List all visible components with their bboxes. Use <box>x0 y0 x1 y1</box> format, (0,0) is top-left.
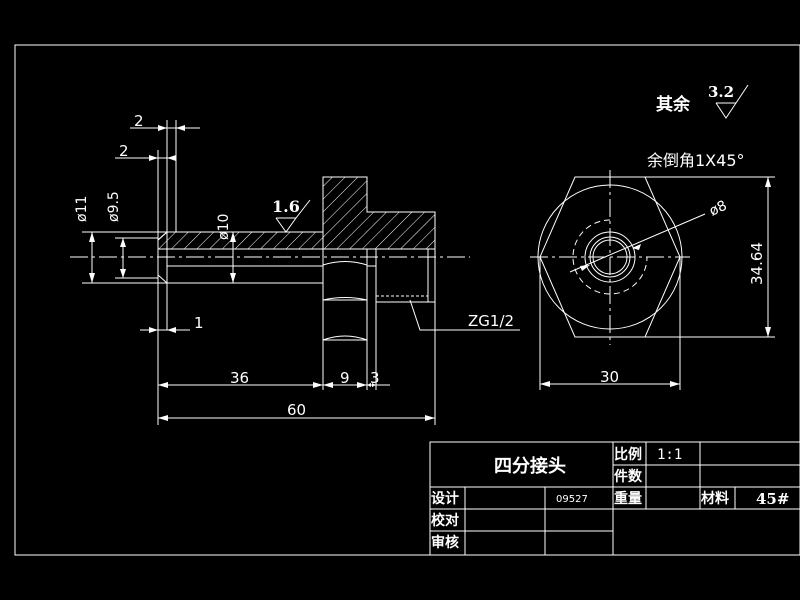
dim-d11: ø11 <box>74 196 90 222</box>
dim-across-corners: 34.64 <box>748 242 766 285</box>
chamfer-note: 余倒角1X45° <box>647 151 745 170</box>
dim-across-flats: 30 <box>600 368 619 386</box>
dim-d8: ø8 <box>707 198 730 220</box>
roughness-other-label: 其余 <box>656 94 691 115</box>
dim-len-36: 36 <box>230 369 249 387</box>
title-checker-label: 校对 <box>431 512 459 529</box>
drawing-frame <box>14 44 800 556</box>
roughness-bore: 1.6 <box>272 197 300 216</box>
dim-d10: ø10 <box>216 214 232 240</box>
side-view <box>530 84 775 390</box>
hatched-section-hex <box>322 176 436 250</box>
title-block <box>429 441 800 556</box>
title-scale-value: 1:1 <box>657 447 682 463</box>
thread-label: ZG1/2 <box>468 312 514 330</box>
roughness-other-value: 3.2 <box>708 83 734 101</box>
dim-bottom-1: 1 <box>194 314 204 332</box>
title-block-text: 四分接头 比例 1:1 件数 重量 材料 45# 设计 09527 校对 审核 <box>431 446 789 551</box>
title-weight-label: 重量 <box>614 490 642 507</box>
title-scale-label: 比例 <box>614 446 642 463</box>
side-view-arrows <box>540 177 771 387</box>
dim-top-2b: 2 <box>119 142 129 160</box>
title-approver-label: 审核 <box>431 534 459 551</box>
front-view <box>70 120 520 425</box>
dimension-arrows <box>89 125 435 421</box>
title-designer-label: 设计 <box>431 490 459 507</box>
dim-len-3: 3 <box>370 369 380 387</box>
drawing-labels: ø11 ø9.5 ø10 2 2 1 36 9 3 60 1.6 ZG1/2 ø… <box>74 83 766 419</box>
dim-len-9: 9 <box>340 369 350 387</box>
title-drawing-no: 09527 <box>556 494 588 505</box>
title-count-label: 件数 <box>614 468 643 485</box>
dim-len-60: 60 <box>287 401 306 419</box>
dim-d9-5: ø9.5 <box>106 191 122 222</box>
title-material-value: 45# <box>756 490 789 508</box>
title-part-name: 四分接头 <box>494 455 566 477</box>
hatched-tube-wall <box>157 231 324 250</box>
hex-chamfer-circle <box>537 184 683 330</box>
dim-top-2a: 2 <box>134 112 144 130</box>
title-material-label: 材料 <box>701 490 729 507</box>
